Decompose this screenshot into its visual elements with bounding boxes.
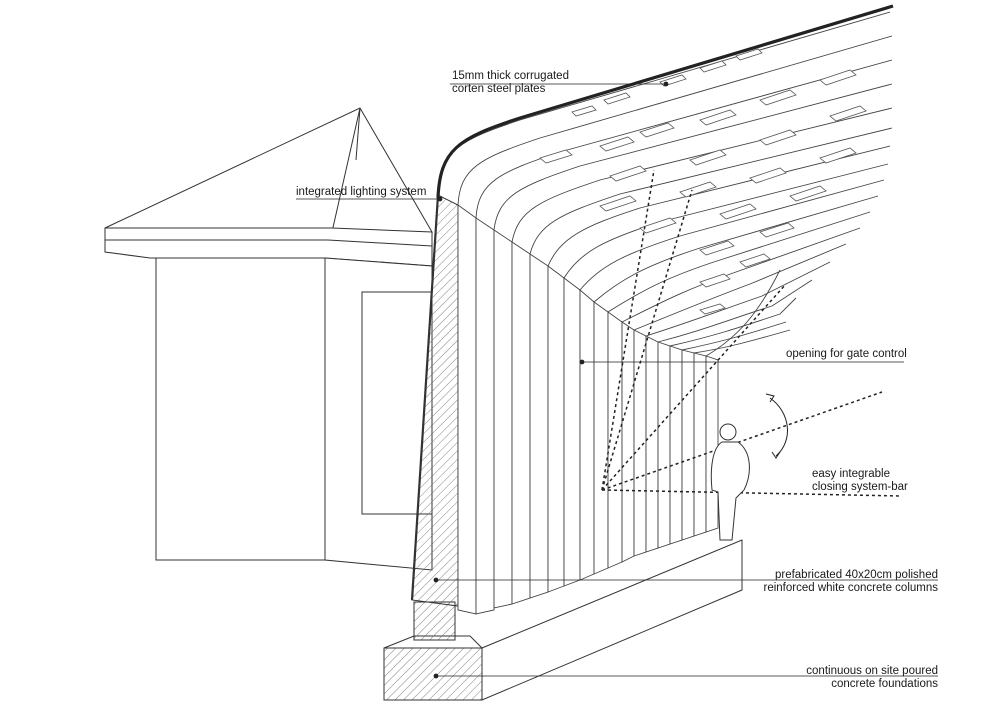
leader-lines xyxy=(296,81,938,679)
rotation-arrow-icon xyxy=(765,393,788,459)
kiosk-building xyxy=(104,107,433,571)
kiosk-wall-left xyxy=(155,257,326,561)
label-closing-bar: easy integrable closing system-bar xyxy=(812,468,908,494)
label-concrete-columns: prefabricated 40x20cm polished reinforce… xyxy=(720,569,939,595)
label-corten-plates: 15mm thick corrugated corten steel plate… xyxy=(452,70,569,96)
gate-rotation-lines xyxy=(601,169,901,497)
kiosk-window xyxy=(361,291,433,515)
corrugation-details xyxy=(539,48,867,315)
corten-steel-plate xyxy=(436,4,894,199)
label-closing-line1: easy integrable xyxy=(812,468,890,480)
person-figure xyxy=(710,423,750,541)
label-closing-line2: closing system-bar xyxy=(812,481,908,493)
label-columns-line1: prefabricated 40x20cm polished xyxy=(774,569,938,581)
label-columns-line2: reinforced white concrete columns xyxy=(763,582,939,594)
label-corten-line1: 15mm thick corrugated xyxy=(452,70,569,82)
label-foundations-line1: continuous on site poured xyxy=(806,665,938,677)
label-foundations: continuous on site poured concrete found… xyxy=(760,665,938,691)
kiosk-tent-roof xyxy=(104,107,433,233)
label-lighting-system: integrated lighting system xyxy=(296,186,427,198)
label-corten-line2: corten steel plates xyxy=(452,83,546,95)
concrete-columns xyxy=(457,204,719,615)
label-foundations-line2: concrete foundations xyxy=(831,678,938,690)
label-gate-opening: opening for gate control xyxy=(786,348,907,360)
